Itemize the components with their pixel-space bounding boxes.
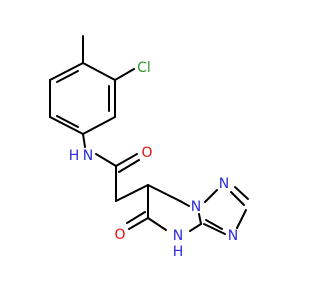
ring-n1-label: N [191, 199, 201, 215]
bond-p1-p2 [147, 184, 181, 202]
bond-ch2-ring [115, 184, 149, 202]
bond-ring-co-2 [126, 211, 146, 224]
molecule-canvas: Cl N H O O N N N N H [49, 35, 249, 260]
amide-n-label: N [83, 148, 93, 164]
bond-p2-n1 [179, 200, 190, 207]
ring-o-label: O [114, 227, 125, 243]
bond-c-n1 [198, 213, 202, 225]
molecule-structure-diagram: Cl N H O O N N N N H [49, 35, 249, 260]
bond-carbonyl-1 [115, 153, 138, 167]
ring-n4-h-label: H [173, 244, 184, 260]
bond-ring-inner-3 [56, 70, 79, 83]
bond-ring-a6-a1 [49, 62, 84, 81]
bond-t-n3-c-2 [205, 219, 223, 230]
bond-t-n1-n2 [204, 189, 218, 203]
bond-ring-co-1 [128, 217, 149, 230]
bond-amide-n-c [95, 153, 117, 167]
bond-t-n2-c [230, 191, 245, 206]
bond-ring-amide-n [82, 133, 86, 148]
bond-ring-a1-a2 [82, 62, 116, 81]
bond-t-n2-c-2 [234, 186, 249, 200]
amide-h-label: H [69, 148, 80, 164]
bond-t-c-n3 [236, 209, 247, 229]
bond-t-n3-c [203, 223, 226, 235]
ring-n2-label: N [219, 176, 229, 192]
bond-ring-a4-a5 [49, 116, 84, 135]
bond-co-nh [147, 217, 167, 231]
bond-carbonyl-2 [118, 159, 140, 173]
bond-ring-inner-2 [56, 115, 79, 128]
ring-n3-label: N [228, 228, 238, 244]
amide-o-label: O [141, 145, 152, 161]
ring-n4-label: N [173, 228, 183, 244]
bond-cl [114, 68, 135, 81]
chlorine-label: Cl [137, 60, 151, 76]
bond-ring-a3-a4 [82, 116, 116, 135]
bond-nh-c [189, 223, 202, 232]
